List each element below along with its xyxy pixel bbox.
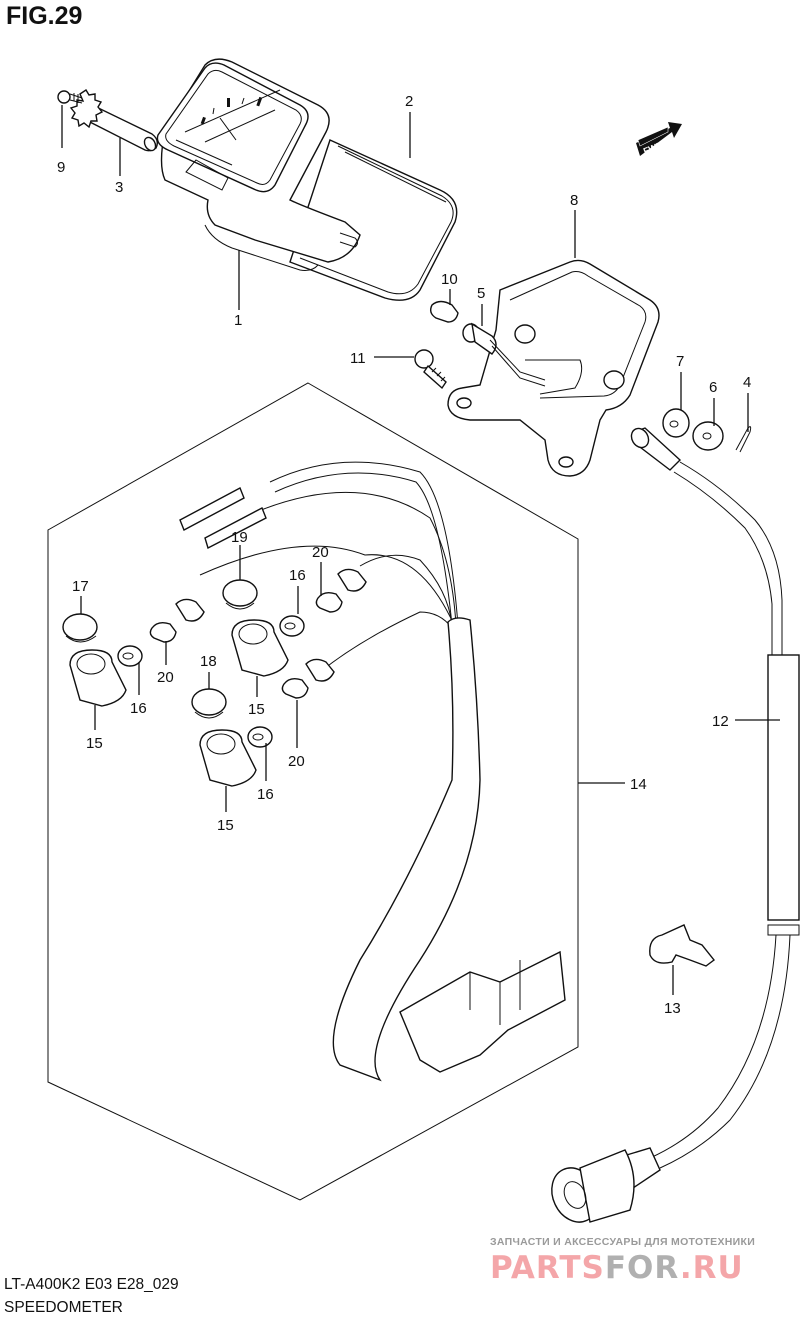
cable-clamp-part[interactable]: [649, 924, 715, 967]
callout-20[interactable]: 20: [312, 544, 329, 561]
callout-4[interactable]: 4: [743, 374, 751, 391]
lamp-housing-part[interactable]: [69, 649, 127, 707]
callout-1[interactable]: 1: [234, 312, 242, 329]
callout-14[interactable]: 14: [630, 776, 647, 793]
harness-group-outline: [47, 382, 579, 1201]
watermark-logo-part2: FOR: [604, 1250, 680, 1286]
bulb-socket-part[interactable]: [462, 322, 546, 387]
lamp-housing-part[interactable]: [231, 619, 289, 677]
callout-11[interactable]: 11: [350, 350, 366, 367]
watermark-logo-part3: .RU: [679, 1250, 744, 1286]
bulb-20-part[interactable]: [281, 658, 335, 699]
watermark-logo-part1: PARTS: [490, 1250, 605, 1286]
callout-12[interactable]: 12: [712, 713, 729, 730]
callout-15[interactable]: 15: [217, 817, 234, 834]
gasket-part[interactable]: [279, 615, 305, 637]
screw-part[interactable]: [57, 90, 83, 104]
callout-16[interactable]: 16: [130, 700, 147, 717]
gasket-part[interactable]: [117, 645, 143, 667]
callout-5[interactable]: 5: [477, 285, 485, 302]
callout-20[interactable]: 20: [157, 669, 174, 686]
wiring-harness-part[interactable]: [179, 461, 566, 1082]
indicator-lens-17-part[interactable]: [62, 613, 98, 643]
bulb-20-part[interactable]: [149, 598, 205, 643]
callout-2[interactable]: 2: [405, 93, 413, 110]
callout-15[interactable]: 15: [248, 701, 265, 718]
callout-10[interactable]: 10: [441, 271, 458, 288]
callout-3[interactable]: 3: [115, 179, 123, 196]
callout-18[interactable]: 18: [200, 653, 217, 670]
callout-16[interactable]: 16: [289, 567, 306, 584]
callout-8[interactable]: 8: [570, 192, 578, 209]
watermark-subtitle: ЗАПЧАСТИ И АКСЕССУАРЫ ДЛЯ МОТОТЕХНИКИ: [490, 1236, 756, 1248]
figure-title: FIG.29: [6, 2, 83, 30]
bulb-10-part[interactable]: [429, 300, 459, 323]
callout-15[interactable]: 15: [86, 735, 103, 752]
callout-7[interactable]: 7: [676, 353, 684, 370]
callout-13[interactable]: 13: [664, 1000, 681, 1017]
lamp-housing-part[interactable]: [199, 729, 257, 787]
model-code: LT-A400K2 E03 E28_029: [4, 1276, 179, 1293]
callout-9[interactable]: 9: [57, 159, 65, 176]
drive-shaft-part[interactable]: [69, 89, 159, 153]
bulb-20-part[interactable]: [315, 568, 367, 613]
callout-6[interactable]: 6: [709, 379, 717, 396]
callout-19[interactable]: 19: [231, 529, 248, 546]
callout-16[interactable]: 16: [257, 786, 274, 803]
section-name: SPEEDOMETER: [4, 1299, 123, 1316]
washer-part[interactable]: [692, 421, 724, 451]
gasket-part[interactable]: [247, 726, 273, 748]
callout-20[interactable]: 20: [288, 753, 305, 770]
speedometer-assembly-part[interactable]: [156, 58, 458, 301]
speedometer-cable-part[interactable]: [543, 425, 800, 1229]
callout-labels: 1 2 3 4 5 6 7 8 9 10 11 12 13 14 15 15 1…: [57, 93, 751, 1017]
meter-bracket-part[interactable]: [447, 259, 660, 477]
fwd-arrow-icon: FWD: [636, 122, 682, 156]
indicator-lens-18-part[interactable]: [191, 688, 227, 719]
indicator-lens-19-part[interactable]: [222, 579, 258, 610]
bolt-part[interactable]: [414, 349, 447, 390]
callout-17[interactable]: 17: [72, 578, 89, 595]
callout-leaders: [61, 105, 780, 995]
cushion-grommet-part[interactable]: [662, 408, 690, 438]
watermark-logo: PARTSFOR.RU: [490, 1250, 744, 1286]
